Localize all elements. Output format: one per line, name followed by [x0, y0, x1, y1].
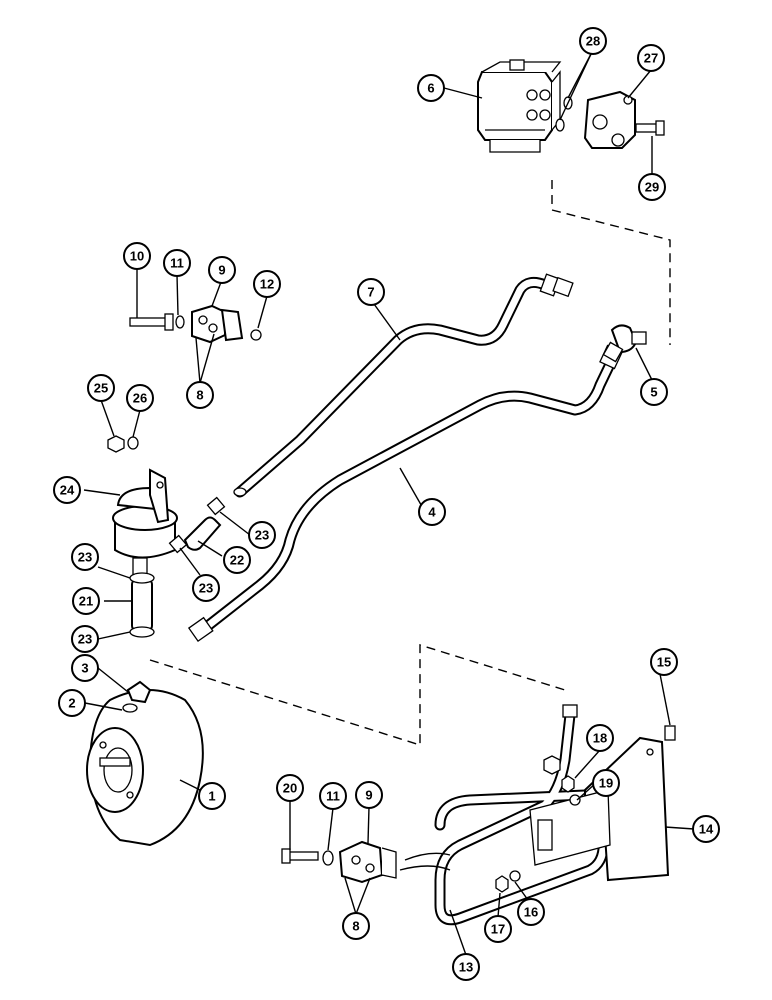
upper-clamp-assembly — [129, 304, 262, 344]
manifold-block-27 — [583, 90, 636, 149]
callout-4: 4 — [418, 498, 446, 526]
callout-label: 4 — [428, 505, 436, 520]
callout-label: 20 — [283, 781, 297, 796]
dashed-routing-lines — [149, 180, 671, 746]
callout-label: 17 — [491, 922, 505, 937]
leader-lines — [83, 51, 695, 956]
hose-22 — [168, 496, 226, 554]
callout-label: 18 — [593, 731, 607, 746]
callout-25: 25 — [87, 374, 115, 402]
lower-clamp-assembly — [281, 840, 397, 884]
callout-label: 6 — [427, 81, 434, 96]
bolt-29 — [635, 120, 665, 136]
callout-27: 27 — [637, 44, 665, 72]
callout-11-upper: 11 — [163, 249, 191, 277]
callout-9-lower: 9 — [355, 781, 383, 809]
elbow-fitting-5 — [602, 324, 647, 363]
callout-label: 22 — [230, 553, 244, 568]
callout-3: 3 — [71, 654, 99, 682]
callout-7: 7 — [357, 278, 385, 306]
callout-label: 23 — [255, 528, 269, 543]
callout-label: 29 — [645, 180, 659, 195]
callout-22: 22 — [223, 546, 251, 574]
tube-4 — [187, 344, 623, 643]
callout-label: 27 — [644, 51, 658, 66]
callout-14: 14 — [692, 815, 720, 843]
callout-23-b: 23 — [71, 625, 99, 653]
callout-label: 21 — [79, 594, 93, 609]
callout-18: 18 — [586, 724, 614, 752]
callout-label: 11 — [170, 256, 184, 271]
callout-label: 15 — [657, 655, 671, 670]
callout-label: 23 — [78, 550, 92, 565]
callout-15: 15 — [650, 648, 678, 676]
callouts: 1 2 3 4 5 6 7 8 8 9 9 10 11 11 12 13 14 … — [53, 27, 720, 981]
callout-label: 19 — [599, 776, 613, 791]
callout-5: 5 — [640, 378, 668, 406]
callout-label: 14 — [699, 822, 714, 837]
callout-21: 21 — [72, 587, 100, 615]
callout-19: 19 — [592, 769, 620, 797]
callout-label: 10 — [130, 249, 144, 264]
callout-28: 28 — [579, 27, 607, 55]
pump-1 — [86, 680, 204, 847]
callout-label: 9 — [218, 263, 225, 278]
callout-label: 28 — [586, 34, 600, 49]
callout-9-upper: 9 — [208, 256, 236, 284]
callout-label: 1 — [208, 789, 215, 804]
callout-10: 10 — [123, 242, 151, 270]
callout-26: 26 — [126, 384, 154, 412]
callout-label: 7 — [367, 285, 374, 300]
callout-16: 16 — [517, 898, 545, 926]
callout-23-a: 23 — [71, 543, 99, 571]
callout-23-c: 23 — [192, 574, 220, 602]
callout-label: 23 — [199, 581, 213, 596]
callout-label: 8 — [352, 919, 359, 934]
callout-1: 1 — [198, 782, 226, 810]
callout-label: 24 — [60, 483, 75, 498]
tube-7 — [233, 273, 574, 498]
callout-label: 26 — [133, 391, 147, 406]
callout-label: 16 — [524, 905, 538, 920]
steering-motor-6 — [477, 59, 562, 153]
callout-20: 20 — [276, 774, 304, 802]
callout-label: 3 — [81, 661, 88, 676]
callout-24: 24 — [53, 476, 81, 504]
callout-2: 2 — [58, 689, 86, 717]
callout-label: 2 — [68, 696, 75, 711]
callout-8-upper: 8 — [186, 381, 214, 409]
callout-label: 9 — [365, 788, 372, 803]
callout-13: 13 — [452, 953, 480, 981]
callout-17: 17 — [484, 915, 512, 943]
hose-21 — [129, 572, 155, 638]
callout-12: 12 — [253, 270, 281, 298]
callout-29: 29 — [638, 173, 666, 201]
callout-label: 11 — [326, 789, 340, 804]
nut-washer-25-26 — [107, 435, 139, 453]
callout-label: 5 — [650, 385, 657, 400]
callout-6: 6 — [417, 74, 445, 102]
callout-label: 13 — [459, 960, 473, 975]
callout-23-d: 23 — [248, 521, 276, 549]
callout-11-lower: 11 — [319, 782, 347, 810]
callout-label: 23 — [78, 632, 92, 647]
callout-label: 8 — [196, 388, 203, 403]
callout-8-lower: 8 — [342, 912, 370, 940]
callout-label: 25 — [94, 381, 108, 396]
hardware-16-19 — [495, 775, 581, 893]
callout-label: 12 — [260, 277, 274, 292]
reservoir-24 — [112, 468, 178, 577]
